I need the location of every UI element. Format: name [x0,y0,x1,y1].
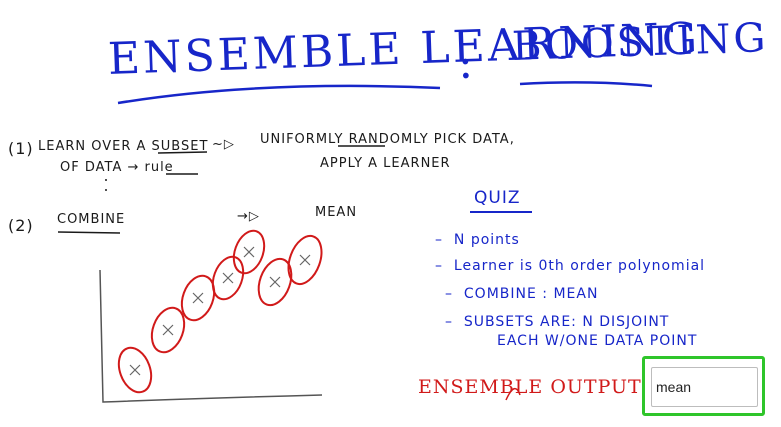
quiz-title: QUIZ [474,188,521,208]
plot-axes [99,269,323,403]
quiz-bullet-4: – SUBSETS ARE: N DISJOINT [445,314,670,330]
data-point-6 [257,257,293,307]
step2-label: COMBINE [57,212,126,227]
quiz-bullet-1: – N points [435,232,520,248]
data-point-3 [180,274,216,322]
title-underline-boosting [519,81,653,88]
quiz-bullet-3-text: COMBINE : MEAN [463,286,599,302]
outputs-swash [505,387,521,401]
data-point-5 [232,229,266,275]
step1-line1: LEARN OVER A SUBSET [38,139,209,154]
quiz-bullet-5: EACH W/ONE DATA POINT [497,333,697,349]
data-points [117,229,323,394]
step1-right-line2: APPLY A LEARNER [320,156,451,171]
data-point-7 [287,234,323,286]
subset-underline [157,151,208,154]
quiz-bullet-2: – Learner is 0th order polynomial [435,258,706,274]
dot-2 [105,189,107,191]
data-point-2 [150,306,186,354]
quiz-bullet-4-text: SUBSETS ARE: N DISJOINT [463,314,670,330]
step2-number: (2) [8,216,34,235]
data-point-4 [211,255,245,301]
quiz-bullet-2-text: Learner is 0th order polynomial [453,258,706,274]
dot-1 [105,179,107,181]
answer-box [642,356,765,416]
step1-line2: OF DATA → rule [60,160,174,175]
step1-number: (1) [8,139,34,158]
data-point-1 [117,346,153,394]
ensemble-outputs-label: ENSEMBLE OUTPUTS: [418,376,664,398]
step1-right-line1: UNIFORMLY RANDOMLY PICK DATA, [260,132,515,147]
answer-input[interactable] [651,367,758,407]
quiz-bullet-1-text: N points [453,232,520,248]
combine-underline [57,231,121,234]
quiz-bullet-5-text: EACH W/ONE DATA POINT [497,333,698,349]
quiz-bullet-3: – COMBINE : MEAN [445,286,599,302]
step2-arrow: →▷ [237,209,260,224]
step1-arrow: ~▷ [212,137,235,152]
title-underline [117,84,441,105]
step2-right: MEAN [315,205,358,220]
